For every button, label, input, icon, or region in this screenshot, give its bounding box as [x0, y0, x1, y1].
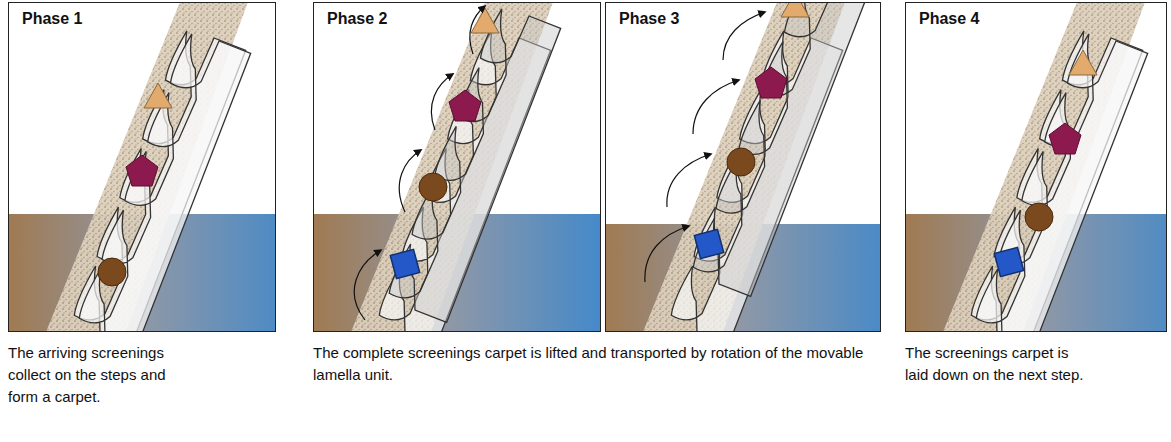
phase-3-scene	[605, 0, 905, 344]
phase-title: Phase 1	[19, 9, 85, 29]
phase-title: Phase 4	[916, 9, 982, 29]
phase-panel: Phase 3	[605, 2, 881, 332]
phase-title: Phase 2	[324, 9, 390, 29]
phase-panel: Phase 2	[313, 2, 601, 332]
phase-4-scene	[905, 2, 1171, 347]
phase-caption: The arriving screenings collect on the s…	[8, 342, 198, 408]
phase-2-scene	[313, 2, 613, 344]
phase-caption: The complete screenings carpet is lifted…	[313, 342, 873, 386]
phase-1-scene	[8, 2, 308, 347]
phase-panel: Phase 1	[8, 2, 276, 332]
phase-title: Phase 3	[616, 9, 682, 29]
phase-panel: Phase 4	[905, 2, 1167, 332]
phase-caption: The screenings carpet is laid down on th…	[905, 342, 1090, 386]
